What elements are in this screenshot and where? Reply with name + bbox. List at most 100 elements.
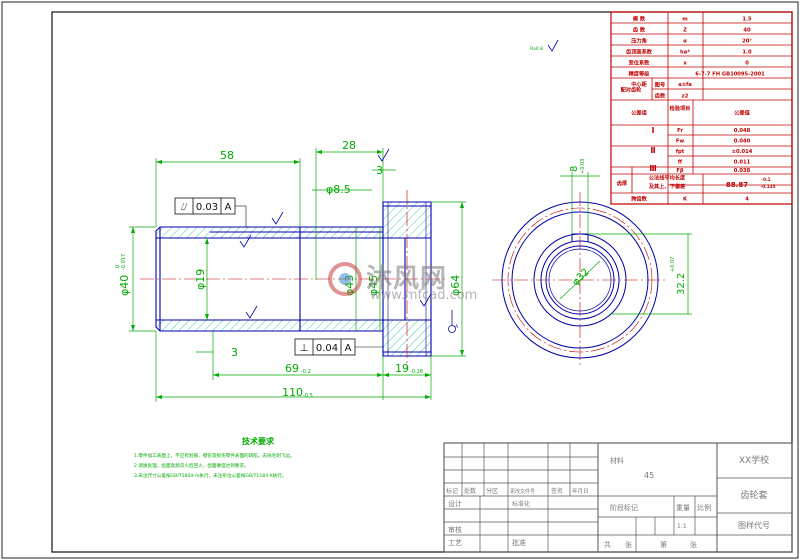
mark-3: 更改文件号	[510, 488, 535, 495]
param-val-1: 40	[743, 28, 751, 34]
param-sym-1: Z	[683, 28, 687, 34]
tol-sym-3: ff	[678, 160, 683, 166]
dim-phi32: φ32	[570, 267, 591, 288]
part-name: 齿轮套	[740, 489, 767, 501]
tol-sym-0: Fr	[677, 128, 683, 134]
param-val-5: 6-7-7 FH GB10095-2001	[695, 72, 765, 78]
param-name-1: 齿 数	[633, 26, 646, 34]
tol-sym-4: Fβ	[676, 168, 684, 174]
std-label: 标准化	[512, 500, 530, 508]
mark-4: 签名	[551, 487, 563, 495]
watermark-logo-icon	[328, 262, 362, 296]
mark-0: 标记	[446, 487, 458, 495]
param-sym-0: m	[682, 17, 687, 23]
weight-label: 重量	[676, 504, 690, 512]
param-val-2: 20°	[742, 39, 752, 45]
tol-top-datum: A	[225, 202, 232, 213]
gear-parameter-table	[610, 11, 793, 205]
tol-top-value: 0.03	[196, 202, 218, 213]
k-value: 4	[745, 197, 749, 203]
dim-phi64: φ64	[449, 275, 462, 296]
dim-phi19: φ19	[194, 269, 207, 290]
tol-val-0: 0.048	[734, 128, 751, 134]
watermark-url: www.mfcad.com	[370, 288, 478, 303]
pair-row-0: 图号	[655, 81, 665, 89]
k-label: 跨齿数	[631, 195, 647, 203]
gear-parameter-text: 模 数 m 1.5 齿 数 Z 40 压力角 α 20° 齿顶高系数 ha* 1…	[617, 15, 776, 203]
title-block-text: 材料 45 XX学校 齿轮套 图样代号 阶段标记 重量 比例 1:1 标记 处数…	[446, 454, 770, 549]
dim-phi8-5: φ8.5	[326, 183, 351, 196]
tol-header-0: 公差组	[631, 109, 647, 117]
title-block	[443, 442, 793, 553]
roughness-general-mark: Ra0.8	[530, 39, 559, 52]
scale-value: 1:1	[677, 523, 687, 530]
dimension-lines	[129, 148, 466, 402]
tol-header-2: 公差值	[734, 109, 750, 117]
dim-69: 69	[285, 362, 299, 375]
tol-group-1: Ⅰ	[652, 126, 655, 135]
tolerance-frame-top: ⌰ 0.03 A	[174, 197, 247, 227]
tol-val-3: 0.011	[734, 160, 751, 166]
material-value: 45	[644, 471, 654, 480]
dim-110: 110	[282, 386, 303, 399]
watermark: 沐风网 www.mfcad.com	[326, 258, 496, 310]
tol-val-4: 0.038	[734, 168, 751, 174]
tolerance-frame-bottom: ⊥ 0.04 A	[294, 338, 383, 356]
param-name-3: 齿顶高系数	[626, 48, 653, 56]
roughness-marks	[239, 148, 432, 319]
dim-69-dev: -0.2	[301, 369, 311, 375]
k-symbol: K	[683, 197, 688, 203]
tol-sym-2: fpt	[676, 149, 685, 155]
param-name-4: 变位系数	[629, 59, 651, 67]
tech-notes-title: 技术要求	[242, 436, 275, 446]
inner-border	[51, 11, 793, 553]
param-sym-2: α	[683, 39, 687, 45]
drawing-code-label: 图样代号	[738, 520, 770, 530]
mark-2: 分区	[486, 487, 498, 495]
dim-8: 8	[569, 166, 580, 172]
school-name: XX学校	[739, 454, 769, 466]
tech-note-1: 1.零件加工表面上，不应有划痕、擦伤等损伤零件表面的缺陷。去除毛刺飞边。	[134, 452, 295, 459]
span-desc-2: 及其上、下偏差	[649, 182, 685, 190]
tech-note-3: 3.未注尺寸公差按GB/T1804-m执行，未注形位公差按GB/T1184-K执…	[134, 472, 287, 479]
mark-5: 年月日	[572, 487, 589, 495]
dim-19-dev: -0.28	[410, 369, 423, 375]
tol-group-3: Ⅲ	[649, 164, 657, 173]
param-name-2: 压力角	[631, 37, 647, 45]
svg-text:Ra0.8: Ra0.8	[530, 46, 543, 52]
dim-3-top: 3	[376, 164, 383, 177]
dim-110-dev: -0.5	[303, 393, 313, 399]
param-name-5: 精度等级	[629, 70, 651, 78]
pair-row-1: 齿数	[655, 92, 666, 100]
sheet-total-label: 共	[604, 540, 611, 549]
sheet-num-unit: 张	[690, 540, 697, 549]
hatch-lower-sleeve	[156, 320, 383, 331]
end-view	[492, 192, 668, 368]
material-label: 材料	[610, 456, 624, 465]
param-name-6: 中心距	[631, 80, 647, 88]
span-dev-upper: -0.1	[761, 177, 770, 182]
sheet-total-unit: 张	[625, 540, 632, 549]
watermark-brand: 沐风网	[366, 264, 448, 294]
dim-28: 28	[342, 139, 356, 152]
tol-bottom-symbol: ⊥	[300, 343, 309, 354]
pair-row-1-sym: z2	[682, 94, 689, 100]
param-val-0: 1.5	[742, 17, 752, 23]
dim-3-bottom: 3	[231, 346, 238, 359]
tol-val-2: ±0.014	[732, 149, 753, 155]
dim-8-dev: +0.03	[580, 159, 586, 174]
tol-header-1: 检验项目	[670, 104, 691, 112]
role-process: 工艺	[448, 539, 462, 547]
tech-note-2: 2.调质处理，齿面高频淬火后回火，齿面硬度达到要求。	[134, 462, 249, 469]
dim-19: 19	[395, 362, 409, 375]
technical-notes: 技术要求 1.零件加工表面上，不应有划痕、擦伤等损伤零件表面的缺陷。去除毛刺飞边…	[134, 436, 295, 479]
span-value: 88.87	[726, 181, 748, 189]
tol-bottom-datum: A	[345, 343, 352, 354]
span-label: 齿厚	[617, 179, 628, 187]
param-name-0: 模 数	[633, 15, 646, 23]
tol-bottom-value: 0.04	[316, 343, 338, 354]
param-sym-3: ha*	[680, 50, 690, 56]
param-val-4: 0	[745, 61, 749, 67]
